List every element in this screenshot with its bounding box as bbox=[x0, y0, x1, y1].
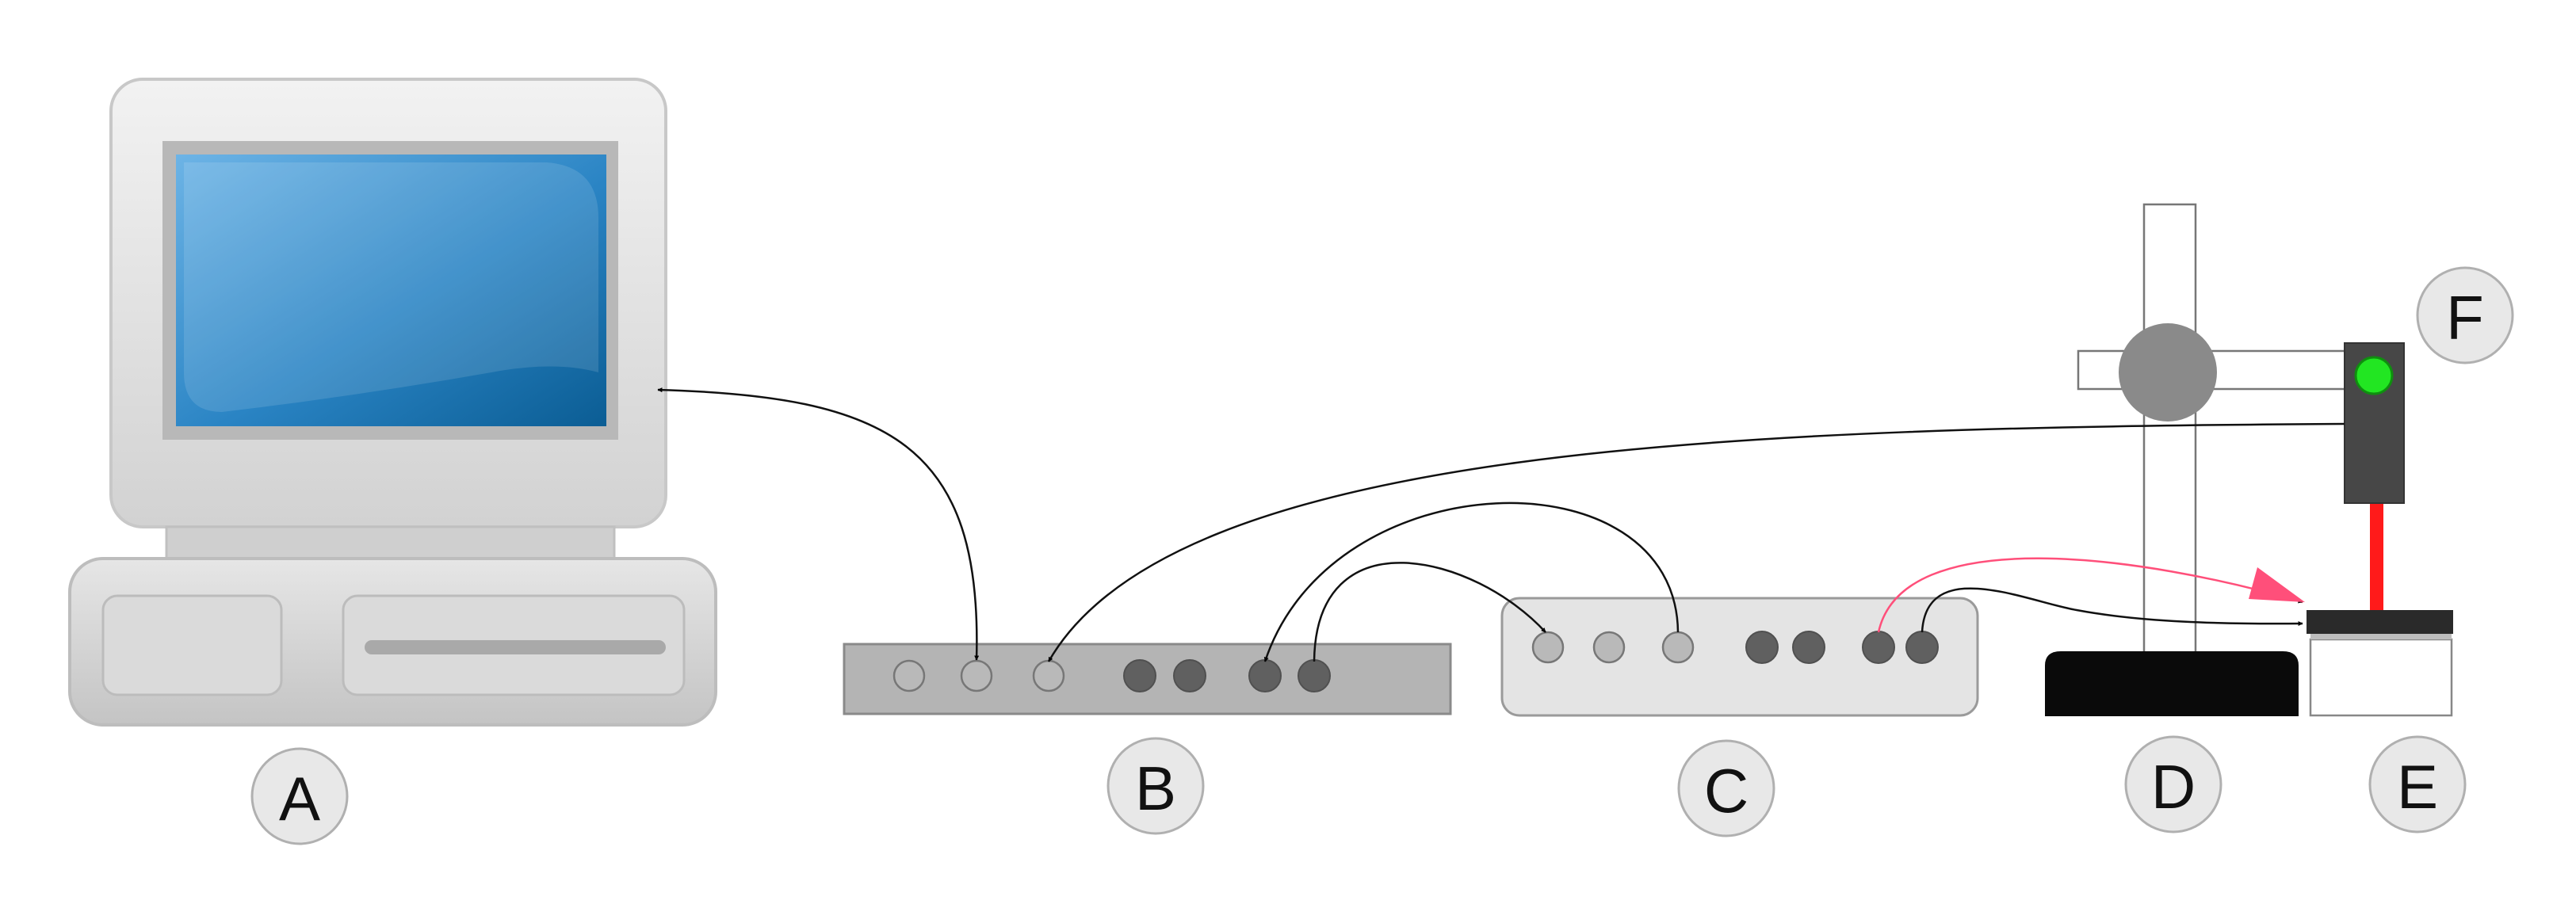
port bbox=[1032, 659, 1065, 692]
port bbox=[1123, 659, 1156, 692]
sample-plate bbox=[2307, 610, 2453, 634]
port bbox=[1862, 631, 1895, 664]
port bbox=[1592, 631, 1626, 664]
cable-amplifier-to-interface bbox=[1263, 502, 1680, 662]
base-block-body bbox=[2045, 651, 2299, 716]
sample-plate-shadow bbox=[2310, 634, 2452, 639]
sample-holder bbox=[2307, 610, 2453, 717]
cable-computer-to-interface bbox=[657, 387, 980, 661]
port bbox=[1905, 631, 1939, 664]
label-f: F bbox=[2416, 266, 2514, 364]
port bbox=[1248, 659, 1282, 692]
laser-unit bbox=[2344, 342, 2405, 610]
port bbox=[1531, 631, 1565, 664]
port bbox=[960, 659, 993, 692]
label-f-text: F bbox=[2446, 283, 2484, 353]
desktop-computer-icon bbox=[68, 78, 717, 727]
label-c: C bbox=[1677, 739, 1775, 837]
amplifier-box bbox=[1500, 597, 1979, 717]
port bbox=[892, 659, 926, 692]
label-e-text: E bbox=[2397, 752, 2438, 822]
cable-interface-to-amplifier bbox=[1313, 562, 1546, 662]
drive-slot bbox=[365, 640, 666, 654]
label-e: E bbox=[2368, 735, 2467, 833]
label-b: B bbox=[1106, 737, 1205, 835]
label-a: A bbox=[250, 747, 349, 845]
drive-bay-left bbox=[101, 594, 283, 696]
port bbox=[1661, 631, 1695, 664]
cable-signal-to-sample bbox=[1877, 557, 2303, 633]
label-c-text: C bbox=[1704, 756, 1749, 826]
stand-vertical-pole bbox=[2142, 203, 2197, 658]
label-b-text: B bbox=[1135, 753, 1176, 823]
interface-box bbox=[843, 643, 1452, 715]
laser-beam bbox=[2370, 503, 2383, 610]
port bbox=[1173, 659, 1206, 692]
stand bbox=[2077, 203, 2364, 658]
port bbox=[1792, 631, 1825, 664]
laser-indicator-light bbox=[2354, 356, 2394, 395]
monitor-neck bbox=[165, 525, 616, 562]
cables bbox=[657, 387, 2345, 662]
cable-amplifier-to-sample bbox=[1921, 587, 2303, 633]
label-d: D bbox=[2124, 735, 2222, 833]
screen-glare bbox=[184, 162, 598, 412]
port bbox=[1298, 659, 1331, 692]
sample-holder-box bbox=[2309, 638, 2453, 717]
computer bbox=[68, 78, 717, 727]
label-d-text: D bbox=[2151, 752, 2196, 822]
label-a-text: A bbox=[279, 764, 320, 833]
arrow-head-icon bbox=[2249, 567, 2305, 602]
port bbox=[1745, 631, 1779, 664]
monitor-screen bbox=[176, 154, 606, 426]
stand-clamp-knob bbox=[2119, 323, 2217, 421]
amplifier-box-body bbox=[1500, 597, 1979, 717]
cable-stand-to-interface bbox=[1047, 422, 2345, 662]
base-block bbox=[2045, 651, 2299, 716]
